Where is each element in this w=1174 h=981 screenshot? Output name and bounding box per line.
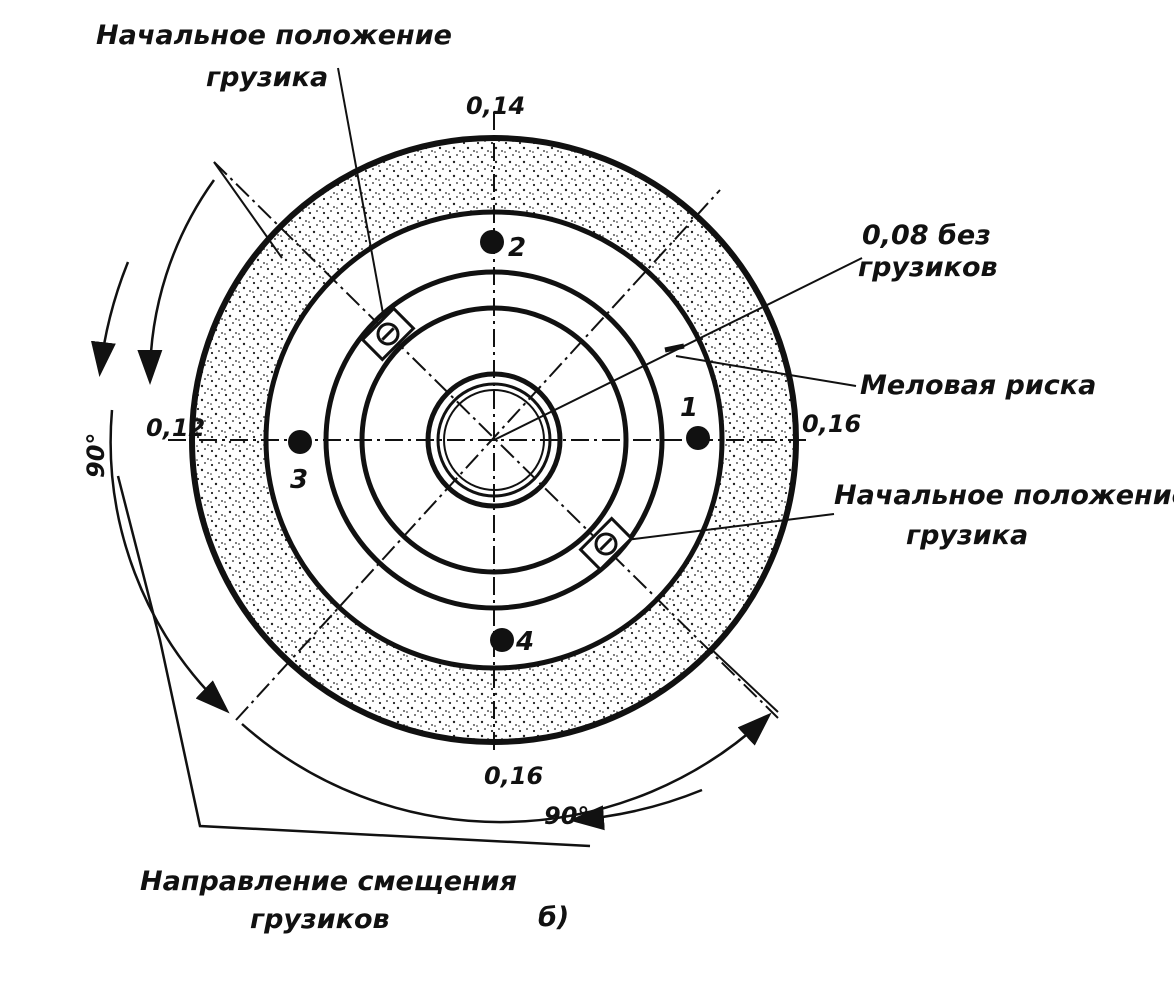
- chalk-mark: [664, 343, 685, 353]
- start-position-right-line1: Начальное положение: [834, 480, 1174, 511]
- angle-bottom: 90°: [544, 802, 589, 830]
- point-3-label: 3: [290, 465, 308, 495]
- no-weights-line2: грузиков: [858, 252, 998, 283]
- direction-line2: грузиков: [250, 904, 390, 935]
- reading-bottom: 0,16: [484, 762, 543, 790]
- point-4-dot: [490, 628, 514, 652]
- measuring-points: [288, 230, 710, 652]
- shift-direction-arrows: [90, 179, 772, 848]
- reading-left: 0,12: [146, 414, 205, 442]
- ninety-bottom-extension: [709, 647, 779, 713]
- figure-letter: б): [538, 902, 569, 933]
- point-1-label: 1: [680, 393, 698, 423]
- start-right-leader: [609, 513, 835, 543]
- point-2-label: 2: [508, 233, 526, 263]
- start-position-right-line2: грузика: [906, 520, 1028, 551]
- start-position-top-line2: грузика: [206, 62, 328, 93]
- weight-top: [360, 306, 416, 362]
- direction-line1: Направление смещения: [140, 866, 517, 897]
- point-1-dot: [686, 426, 710, 450]
- start-position-top-line1: Начальное положение: [96, 20, 452, 51]
- point-3-dot: [288, 430, 312, 454]
- chalk-mark-label: Меловая риска: [860, 370, 1096, 401]
- weight-right: [578, 516, 634, 572]
- no-weights-line1: 0,08 без: [862, 220, 991, 251]
- angle-left: 90°: [82, 433, 110, 478]
- point-2-dot: [480, 230, 504, 254]
- start-top-leader: [337, 67, 387, 331]
- reading-top: 0,14: [466, 92, 525, 120]
- chalk-mark-leader: [675, 355, 857, 387]
- reading-right: 0,16: [802, 410, 861, 438]
- point-4-label: 4: [515, 627, 534, 657]
- ninety-left-extension: [213, 161, 283, 259]
